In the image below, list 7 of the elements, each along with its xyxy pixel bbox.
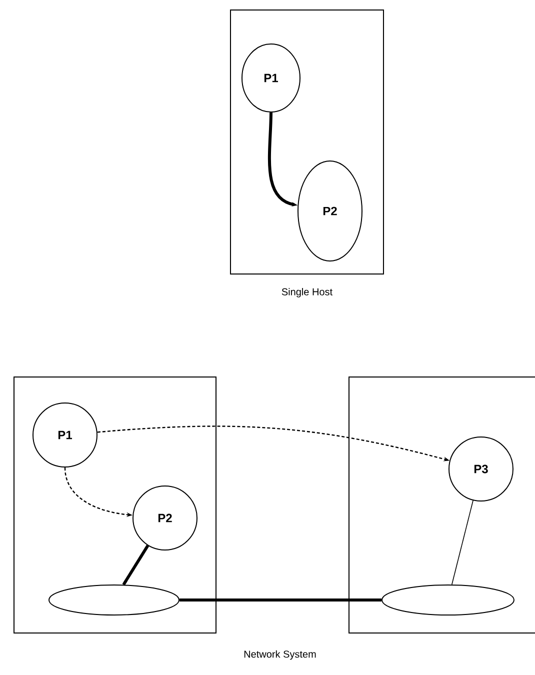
network-interface-ellipse: [48, 584, 180, 616]
host-box: [348, 376, 535, 634]
host-label: Single Host: [282, 288, 332, 298]
caption: Network System: [244, 650, 316, 660]
network-interface-ellipse: [382, 584, 514, 616]
host-box: [230, 10, 384, 274]
host-box: [14, 376, 216, 634]
